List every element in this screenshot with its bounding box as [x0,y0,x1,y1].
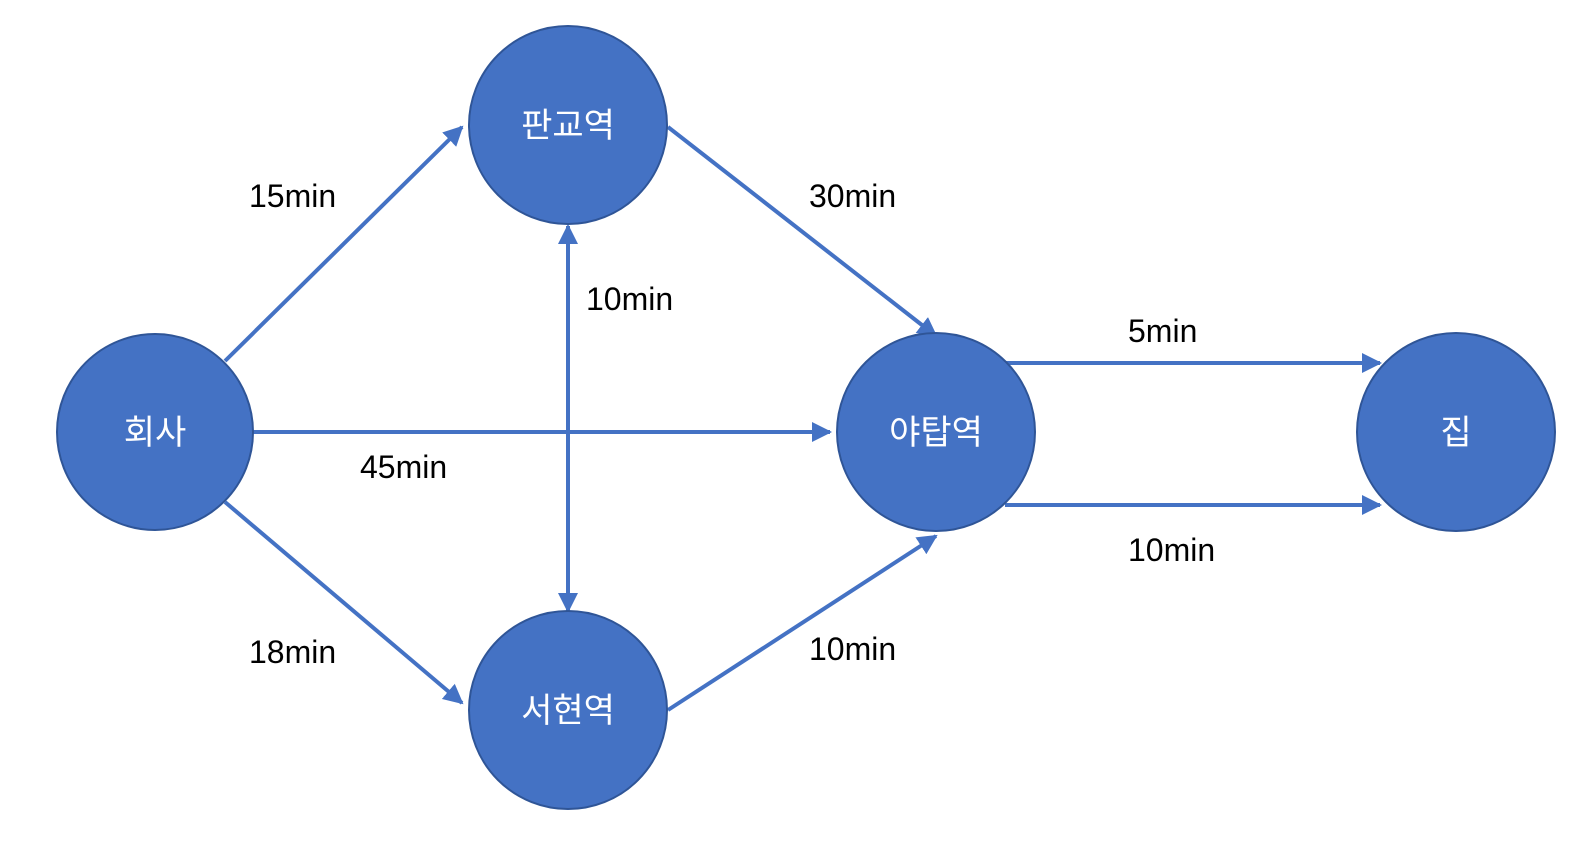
edge-label-company-pangyo: 15min [249,178,336,214]
node-label-pangyo: 판교역 [521,106,615,146]
node-label-home: 집 [1440,413,1471,453]
edge-label-company-seohyeon: 18min [249,634,336,670]
edge-label-yatap-home-top: 5min [1128,313,1197,349]
node-company [56,333,254,531]
node-label-yatap: 야탑역 [889,413,983,453]
edge-label-pangyo-seohyeon: 10min [586,281,673,317]
node-pangyo [468,25,668,225]
node-label-seohyeon: 서현역 [521,691,615,731]
node-label-company: 회사 [124,413,187,453]
edge-pangyo-yatap [666,125,938,338]
node-home [1356,332,1556,532]
edge-label-seohyeon-yatap: 10min [809,631,896,667]
edge-label-pangyo-yatap: 30min [809,178,896,214]
edge-label-company-yatap: 45min [360,449,447,485]
node-seohyeon [468,610,668,810]
edge-company-seohyeon [223,500,464,705]
edge-label-yatap-home-bottom: 10min [1128,532,1215,568]
edge-company-pangyo [223,125,464,363]
edge-seohyeon-yatap [666,534,938,712]
node-yatap [836,332,1036,532]
